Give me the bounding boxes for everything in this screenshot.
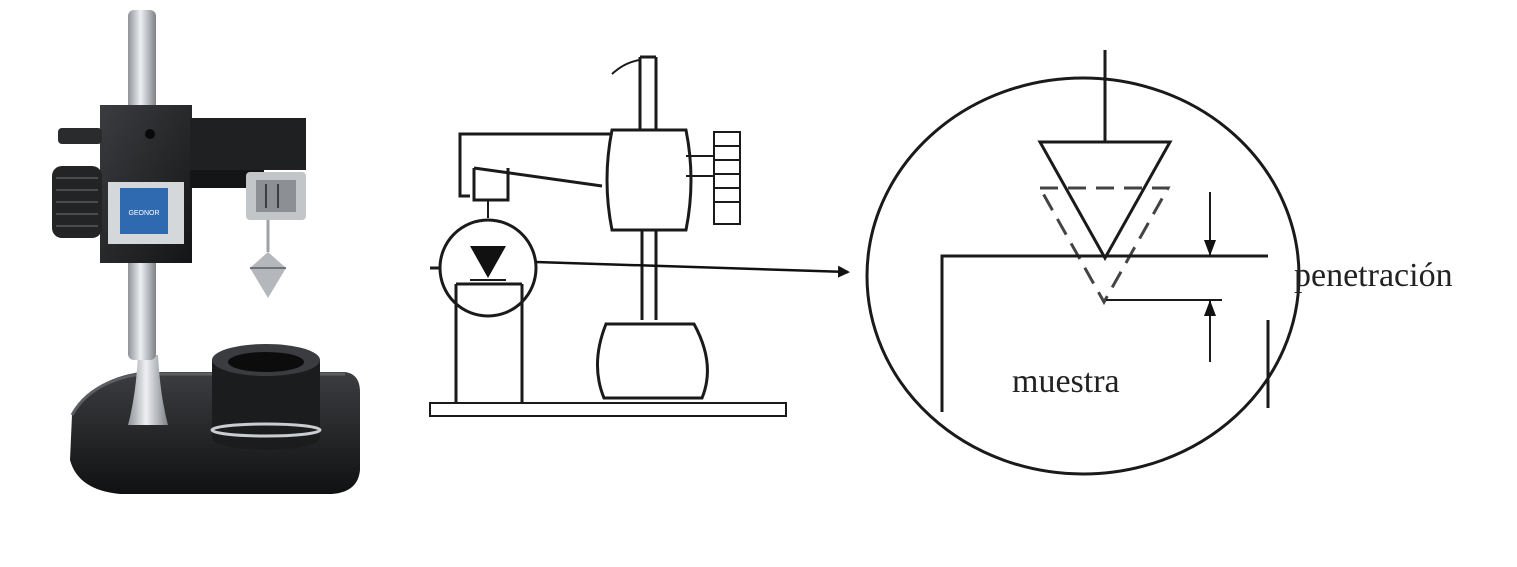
brand-label: GEONOR [128, 210, 159, 217]
zoom-arrow [535, 260, 850, 278]
sample-cup [210, 344, 322, 450]
side-arm [190, 118, 306, 170]
drawing-block [605, 128, 693, 232]
drawing-cone [470, 246, 506, 278]
zoom-detail: penetración muestra [865, 50, 1453, 476]
zoom-ellipse [865, 76, 1301, 476]
sample-label: muestra [1012, 363, 1120, 400]
drawing-base [429, 402, 787, 417]
cone-penetrated [1037, 186, 1171, 306]
drawing-knob [713, 131, 741, 225]
drawing-lower-body [595, 322, 709, 400]
penetration-label: penetración [1294, 257, 1453, 294]
lock-screw [58, 128, 102, 144]
photo-cone [250, 252, 286, 298]
penetrometer-photo: GEONOR [52, 10, 360, 494]
sample-surface [940, 254, 1270, 412]
column-foot [128, 355, 168, 425]
cone-initial [1037, 140, 1173, 262]
apparatus-drawing [429, 55, 850, 417]
